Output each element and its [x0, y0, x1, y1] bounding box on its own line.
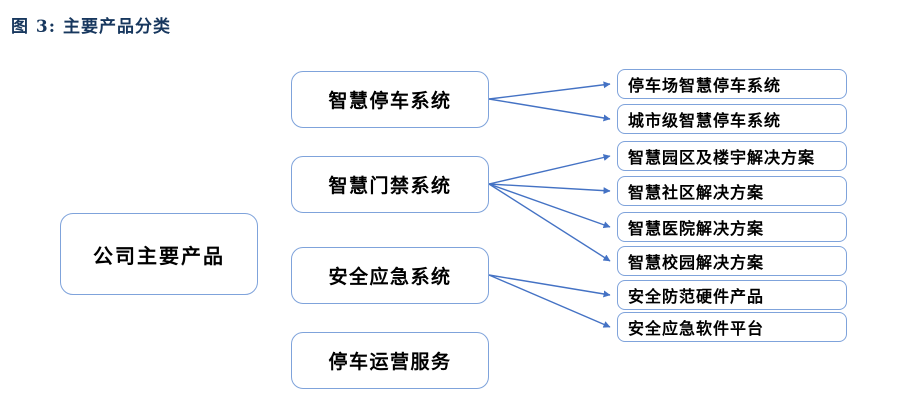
arrow-safety-to-hardware [488, 274, 611, 298]
arrow-access-to-campus [488, 183, 611, 262]
leaf-box-park-building-solution: 智慧园区及楼宇解决方案 [617, 141, 847, 171]
leaf-box-hospital-solution: 智慧医院解决方案 [617, 212, 847, 242]
arrow-access-to-park [488, 154, 611, 185]
leaf-box-emergency-software: 安全应急软件平台 [617, 312, 847, 342]
leaf-box-campus-solution: 智慧校园解决方案 [617, 246, 847, 276]
arrow-access-to-hospital [488, 183, 611, 229]
category-box-safety-emergency-system: 安全应急系统 [291, 247, 489, 304]
leaf-box-parking-lot-system: 停车场智慧停车系统 [617, 69, 847, 99]
category-box-smart-parking-system: 智慧停车系统 [291, 71, 489, 128]
leaf-box-security-hardware: 安全防范硬件产品 [617, 280, 847, 310]
arrow-parking-to-lot [488, 81, 611, 100]
leaf-box-community-solution: 智慧社区解决方案 [617, 176, 847, 206]
arrow-access-to-community [488, 183, 611, 195]
figure-title: 图 3: 主要产品分类 [11, 17, 171, 37]
category-box-parking-operation-service: 停车运营服务 [291, 332, 489, 389]
arrow-parking-to-city [488, 98, 611, 122]
arrow-safety-to-software [488, 274, 611, 328]
root-box-company-main-products: 公司主要产品 [60, 213, 258, 295]
category-box-smart-access-system: 智慧门禁系统 [291, 156, 489, 213]
leaf-box-city-level-system: 城市级智慧停车系统 [617, 104, 847, 134]
